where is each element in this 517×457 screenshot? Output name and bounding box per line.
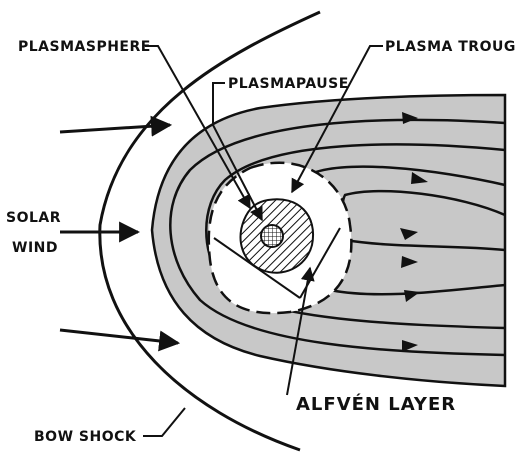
solar-wind-arrow-upper bbox=[60, 125, 170, 132]
label-plasmasphere: PLASMASPHERE bbox=[18, 39, 151, 55]
label-bow-shock: BOW SHOCK bbox=[34, 429, 137, 445]
label-plasmapause: PLASMAPAUSE bbox=[228, 76, 349, 92]
solar-wind-arrow-lower bbox=[60, 330, 178, 343]
label-alfven-layer: ALFVÉN LAYER bbox=[296, 393, 456, 415]
label-wind: WIND bbox=[12, 240, 58, 256]
leader-bow-shock bbox=[143, 408, 185, 436]
earth-icon bbox=[261, 225, 283, 247]
label-solar: SOLAR bbox=[6, 210, 61, 226]
label-plasma-trough: PLASMA TROUGH bbox=[385, 39, 517, 55]
